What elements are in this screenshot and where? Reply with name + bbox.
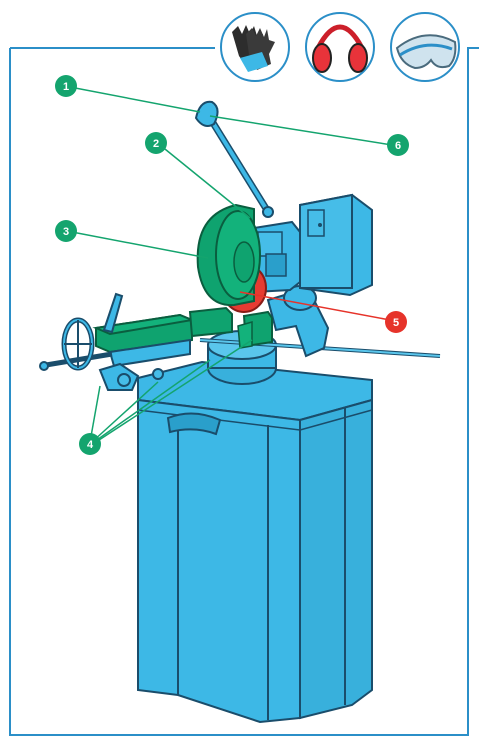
leader-line-4b bbox=[91, 381, 159, 443]
callout-label: 2 bbox=[153, 138, 159, 150]
callout-6: 6 bbox=[387, 134, 409, 156]
callout-label: 1 bbox=[63, 81, 69, 93]
leader-lines bbox=[69, 86, 393, 443]
callout-1: 1 bbox=[55, 75, 77, 97]
gloves-icon bbox=[220, 12, 290, 82]
safety-goggles-icon bbox=[390, 12, 460, 82]
leader-line-4c bbox=[93, 359, 211, 443]
leader-line-2 bbox=[159, 144, 251, 219]
callout-2: 2 bbox=[145, 132, 167, 154]
callout-3: 3 bbox=[55, 220, 77, 242]
ear-protection-icon bbox=[305, 12, 375, 82]
leader-line-5 bbox=[239, 291, 391, 321]
machine-stand bbox=[137, 360, 373, 724]
clamp-lever bbox=[98, 292, 164, 391]
leader-line-4d bbox=[95, 339, 253, 443]
callout-label: 3 bbox=[63, 226, 69, 238]
callout-label: 4 bbox=[87, 439, 94, 451]
frame-border bbox=[9, 47, 479, 736]
leader-line-1 bbox=[69, 86, 201, 113]
callout-label: 6 bbox=[395, 140, 401, 152]
operating-handle bbox=[194, 100, 274, 218]
leader-line-4a bbox=[89, 385, 101, 443]
callout-label: 5 bbox=[393, 317, 399, 329]
leader-line-6 bbox=[209, 115, 393, 146]
blade-guard bbox=[196, 203, 261, 307]
callout-5: 5 bbox=[385, 311, 407, 333]
leader-line-3 bbox=[71, 231, 209, 259]
motor-housing bbox=[299, 193, 373, 297]
callout-4: 4 bbox=[79, 433, 101, 455]
vise-handwheel bbox=[39, 317, 191, 371]
